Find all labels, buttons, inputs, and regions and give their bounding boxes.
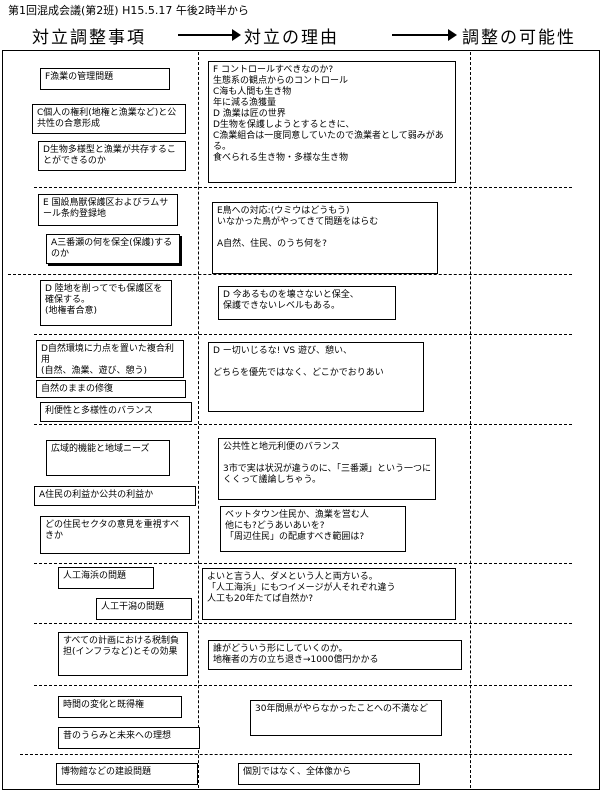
section-divider — [34, 623, 572, 624]
reason-box: よいと言う人、ダメという人と両方いる。 「人工海浜」にもつイメージが人それぞれ違… — [202, 568, 456, 620]
section-divider — [34, 334, 572, 335]
section-divider — [34, 685, 572, 686]
column-header-possibility: 調整の可能性 — [462, 28, 576, 48]
arrow-right-icon — [392, 29, 457, 41]
issue-box: 人工干潟の問題 — [96, 598, 192, 620]
reason-box: F コントロールすべきなのか? 生態系の観点からのコントロール C海も人間も生き… — [208, 61, 456, 183]
section-divider — [34, 187, 572, 188]
issue-box: 昔のうらみと未来への理想 — [58, 727, 200, 749]
issue-box: D 陸地を削ってでも保護区を確保する。 (地権者合意) — [40, 280, 172, 326]
reason-box: 個別ではなく、全体像から — [238, 763, 420, 785]
reason-box: 公共性と地元利便のバランス 3市で実は状況が違うのに、「三番瀬」という一つにくく… — [218, 438, 436, 500]
document-title: 第1回混成会議(第2班) H15.5.17 午後2時半から — [8, 4, 249, 17]
section-divider — [34, 424, 572, 425]
reason-box: ベットタウン住民か、漁業を営む人 他にも?どうあいあいを? 「周辺住民」の配慮す… — [220, 506, 406, 552]
issue-box: A住民の利益か公共の利益か — [34, 486, 196, 506]
issue-box: どの住民セクタの意見を重視すべきか — [40, 516, 190, 554]
issue-box: 人工海浜の問題 — [58, 567, 154, 589]
reason-box: D ー切いじるな! VS 遊び、憩い、 どちらを優先ではなく、どこかでおりあい — [208, 342, 424, 412]
section-divider — [34, 563, 572, 564]
issue-box: C個人の権利(地権と漁業など)と公共性の合意形成 — [32, 104, 186, 134]
section-divider — [8, 274, 572, 275]
reason-box: E鳥への対応:(ウミウはどうもう) いなかった鳥がやってきて問題をはらむ A自然… — [212, 202, 438, 274]
issue-box: F漁業の管理問題 — [40, 68, 170, 90]
issue-box: 時間の変化と既得権 — [58, 696, 182, 718]
reason-box: 誰がどういう形にしていくのか。 地権者の方の立ち退き→1000億円かかる — [208, 640, 462, 670]
reason-box: D 今あるものを壊さないと保全、 保護できないレベルもある。 — [218, 286, 396, 320]
table-frame — [2, 50, 600, 790]
column-divider — [470, 52, 471, 788]
arrow-right-icon — [178, 29, 241, 41]
issue-box: E 国設鳥獣保護区およびラムサール条約登録地 — [38, 194, 178, 226]
reason-box: 30年間県がやらなかったことへの不満など — [250, 700, 442, 736]
issue-box: 利便性と多様性のバランス — [40, 402, 192, 422]
column-divider — [198, 52, 199, 788]
issue-box: すべての計画における税制負担(インフラなど)とその効果 — [58, 632, 188, 676]
issue-box: 博物館などの建設問題 — [56, 763, 198, 785]
column-header-issues: 対立調整事項 — [32, 28, 146, 48]
issue-box: A三番瀬の何を保全(保護)するのか — [46, 234, 180, 264]
issue-box: D自然環境に力点を置いた複合利用 (自然、漁業、遊び、憩う) — [36, 340, 184, 378]
issue-box: D生物多様型と漁業が共存することができるのか — [38, 141, 186, 171]
issue-box: 自然のままの修復 — [36, 380, 186, 398]
issue-box: 広域的機能と地域ニーズ — [46, 440, 170, 476]
column-header-reasons: 対立の理由 — [244, 28, 339, 48]
section-divider — [20, 754, 572, 755]
